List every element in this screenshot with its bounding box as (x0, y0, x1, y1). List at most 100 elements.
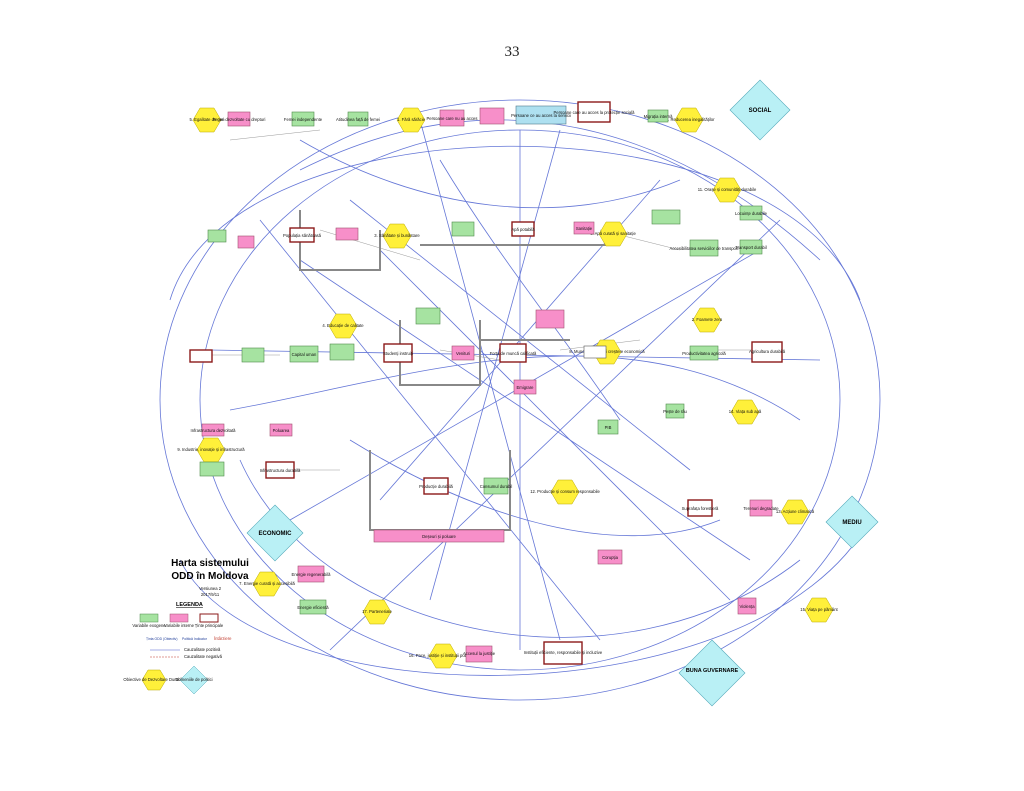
legend-swatch-exogen (139, 613, 159, 623)
svg-text:Transport durabil: Transport durabil (735, 245, 767, 250)
goal-hex (780, 499, 810, 525)
variable-box (423, 477, 449, 495)
sdg-goal-labels: 5. Egalitate de gen 1. Fără sărăcie 10. … (177, 117, 838, 658)
svg-text:Corupția: Corupția (602, 555, 618, 560)
variable-box (535, 309, 565, 329)
svg-text:Energie regenerabilă: Energie regenerabilă (292, 572, 332, 577)
svg-text:Harta sistemului: Harta sistemului (171, 558, 249, 569)
variable-box (543, 641, 583, 665)
variable-box (583, 345, 607, 359)
svg-text:Agricultura durabilă: Agricultura durabilă (749, 349, 786, 354)
svg-text:Pește de râu: Pește de râu (663, 409, 687, 414)
svg-text:Venituri: Venituri (456, 351, 470, 356)
svg-text:Femei dezvoltate cu drepturi: Femei dezvoltate cu drepturi (213, 117, 266, 122)
variable-box (237, 235, 255, 249)
svg-text:Migrația internă: Migrația internă (644, 114, 674, 119)
svg-text:17. Parteneriate: 17. Parteneriate (362, 609, 392, 614)
goal-hex (428, 643, 458, 669)
svg-text:Locuințe durabile: Locuințe durabile (735, 211, 768, 216)
variable-box (189, 349, 213, 363)
svg-text:6. Apă curată și sanitație: 6. Apă curată și sanitație (590, 231, 636, 236)
svg-text:Cauzalitate negativă: Cauzalitate negativă (184, 654, 223, 659)
variable-labels: Femei dezvoltate cu drepturi Femei indep… (191, 110, 786, 656)
variable-box (241, 347, 265, 363)
svg-text:BUNA GUVERNARE: BUNA GUVERNARE (686, 668, 739, 674)
svg-text:MEDIU: MEDIU (842, 520, 861, 526)
svg-text:10. Reducerea inegalităților: 10. Reducerea inegalităților (664, 117, 716, 122)
svg-text:5. Egalitate de gen: 5. Egalitate de gen (190, 117, 226, 122)
goal-hex (362, 599, 392, 625)
variable-box (737, 597, 757, 615)
variable-box (687, 499, 713, 517)
svg-text:Persoane ce au acces la servic: Persoane ce au acces la servicii (511, 113, 571, 118)
map-title-block: Harta sistemului ODD în Moldova Versiune… (171, 558, 249, 597)
svg-text:Suprafața forestieră: Suprafața forestieră (682, 506, 719, 511)
variable-box (269, 423, 293, 437)
goal-hex (674, 107, 704, 133)
svg-text:Energie eficientă: Energie eficientă (297, 605, 329, 610)
variable-box (439, 109, 465, 127)
svg-text:Studenți instruiți: Studenți instruiți (383, 351, 413, 356)
svg-text:Ținte principale: Ținte principale (195, 623, 224, 628)
goal-hex (712, 177, 742, 203)
variable-box (291, 111, 315, 127)
variable-box (415, 307, 441, 325)
svg-text:8. Muncă decentă și creștere e: 8. Muncă decentă și creștere economică (569, 349, 645, 354)
goal-hex (598, 221, 628, 247)
svg-text:11. Orașe și comunități durabi: 11. Orașe și comunități durabile (698, 187, 757, 192)
svg-text:15. Viața pe pământ: 15. Viața pe pământ (800, 607, 838, 612)
svg-text:Cauzalitate pozitivă: Cauzalitate pozitivă (184, 647, 221, 652)
goal-hex (252, 571, 282, 597)
svg-text:Productivitatea agricolă: Productivitatea agricolă (682, 351, 726, 356)
variable-box (499, 343, 527, 363)
svg-text:12. Producție și consum respon: 12. Producție și consum responsabile (530, 489, 600, 494)
variable-box (651, 209, 681, 225)
variable-box (383, 343, 413, 363)
svg-text:4. Educație de calitate: 4. Educație de calitate (322, 323, 364, 328)
svg-text:Deșeuri și poluare: Deșeuri și poluare (422, 534, 456, 539)
svg-text:Versiunea 2: Versiunea 2 (199, 586, 222, 591)
svg-text:Producție durabilă: Producție durabilă (419, 484, 453, 489)
domain-economic: ECONOMIC (246, 504, 304, 562)
variable-boxes (189, 101, 783, 665)
svg-text:14. Viața sub apă: 14. Viața sub apă (729, 409, 762, 414)
variable-box (299, 599, 327, 615)
svg-text:ECONOMIC: ECONOMIC (259, 531, 293, 537)
legend: LEGENDA Variabile exogene Variabile inte… (123, 602, 232, 695)
svg-text:13. Acțiune climatică: 13. Acțiune climatică (776, 509, 815, 514)
svg-text:Terenuri degradate: Terenuri degradate (743, 506, 779, 511)
svg-text:Persoane care au acces la prot: Persoane care au acces la protecție soci… (553, 110, 635, 115)
svg-text:Emigrare: Emigrare (517, 385, 535, 390)
variable-box (647, 109, 669, 123)
variable-box (451, 345, 475, 361)
goal-hex (396, 107, 426, 133)
variable-box (479, 107, 505, 125)
variable-box (329, 343, 355, 361)
svg-text:Politică Indicator: Politică Indicator (182, 637, 208, 641)
svg-text:3. Sănătate și bunăstare: 3. Sănătate și bunăstare (374, 233, 420, 238)
svg-text:SOCIAL: SOCIAL (749, 108, 772, 114)
svg-text:Instituții eficiente, responsa: Instituții eficiente, responsabile și in… (524, 650, 603, 655)
svg-text:Variabile exogene: Variabile exogene (132, 623, 166, 628)
svg-text:Forța de muncă calificată: Forța de muncă calificată (490, 351, 537, 356)
legend-swatch-target (199, 613, 219, 623)
svg-text:Obiective de Dezvoltare Durabi: Obiective de Dezvoltare Durabilă (123, 677, 185, 682)
svg-text:16. Pace, justiție și instituț: 16. Pace, justiție și instituții puterni… (409, 653, 478, 658)
variable-box (739, 239, 763, 255)
variable-box (511, 221, 535, 237)
variable-box (289, 227, 315, 243)
variable-box (749, 499, 773, 517)
domain-mediu: MEDIU (825, 495, 879, 549)
svg-text:Infrastructura durabilă: Infrastructura durabilă (260, 468, 301, 473)
svg-text:ODD în Moldova: ODD în Moldova (171, 571, 249, 582)
variable-box (739, 205, 763, 221)
variable-box (465, 645, 493, 663)
svg-text:Atitudinea față de femei: Atitudinea față de femei (336, 117, 380, 122)
legend-hexagon (141, 669, 167, 691)
goal-hex (382, 223, 412, 249)
svg-text:Infrastructura dezvoltată: Infrastructura dezvoltată (191, 428, 237, 433)
variable-box (347, 111, 369, 127)
svg-text:9. Industrie, inovație și infr: 9. Industrie, inovație și infrastructură (177, 447, 245, 452)
variable-box (335, 227, 359, 241)
variable-box (201, 423, 225, 437)
